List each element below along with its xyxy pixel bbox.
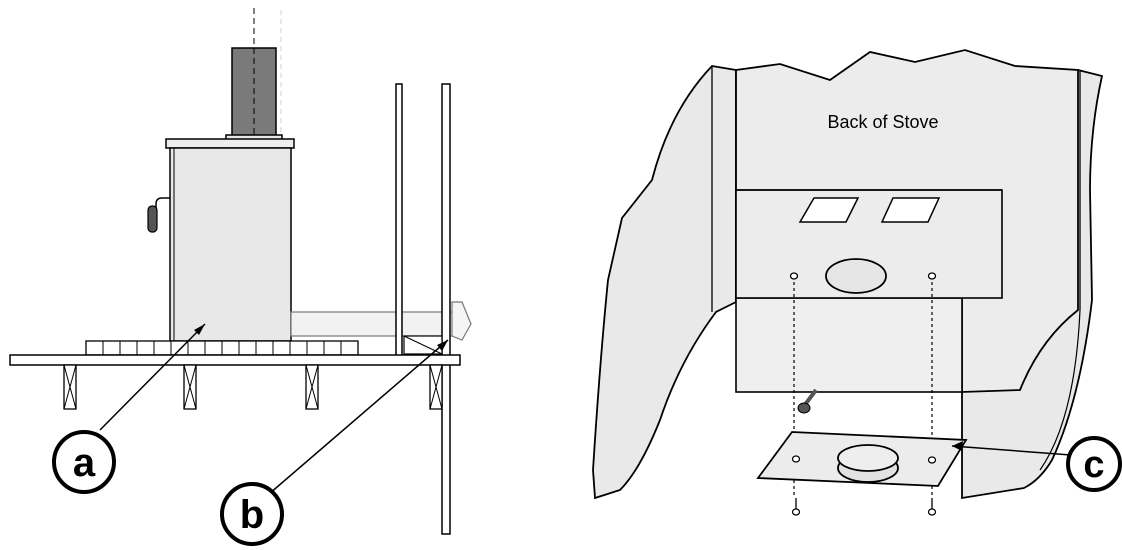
- floor-joists: [63, 364, 443, 410]
- plate-collar-top: [837, 444, 899, 472]
- callout-b-label: b: [240, 493, 264, 537]
- wall-panel-right: [441, 83, 451, 535]
- callout-a-circle: [52, 430, 116, 494]
- side-view: a b: [9, 8, 472, 546]
- callout-c-label: c: [1083, 444, 1104, 486]
- callout-a-label: a: [73, 441, 96, 485]
- screw-hole-right: [927, 272, 937, 280]
- shield-end-flange: [451, 301, 472, 341]
- stove-label: Back of Stove: [827, 112, 938, 132]
- left-side-panel: [592, 65, 737, 500]
- wall-panel-left: [395, 83, 403, 357]
- plate-hole-right: [927, 456, 937, 464]
- callout-c-circle: [1066, 436, 1122, 492]
- door-handle-icon: [155, 197, 170, 208]
- screw-hole-left: [789, 272, 799, 280]
- vent-right: [880, 197, 941, 223]
- leader-c: [951, 445, 1085, 457]
- heat-shield: [290, 311, 462, 337]
- plate-hole-left: [791, 455, 801, 463]
- leader-a: [99, 323, 206, 431]
- rear-view: Back of Stove c: [592, 49, 1122, 516]
- lower-back-panel: [735, 297, 963, 393]
- leader-b: [261, 339, 449, 501]
- flue-outlet: [825, 258, 887, 294]
- screw-right-icon: [927, 498, 937, 516]
- callout-b-circle: [220, 482, 284, 546]
- vent-left: [798, 197, 860, 223]
- stove-body: [169, 147, 292, 342]
- floor: [9, 354, 461, 366]
- hearth-tiles: [85, 340, 359, 356]
- stove-top: [165, 138, 295, 149]
- screw-left-icon: [791, 498, 801, 516]
